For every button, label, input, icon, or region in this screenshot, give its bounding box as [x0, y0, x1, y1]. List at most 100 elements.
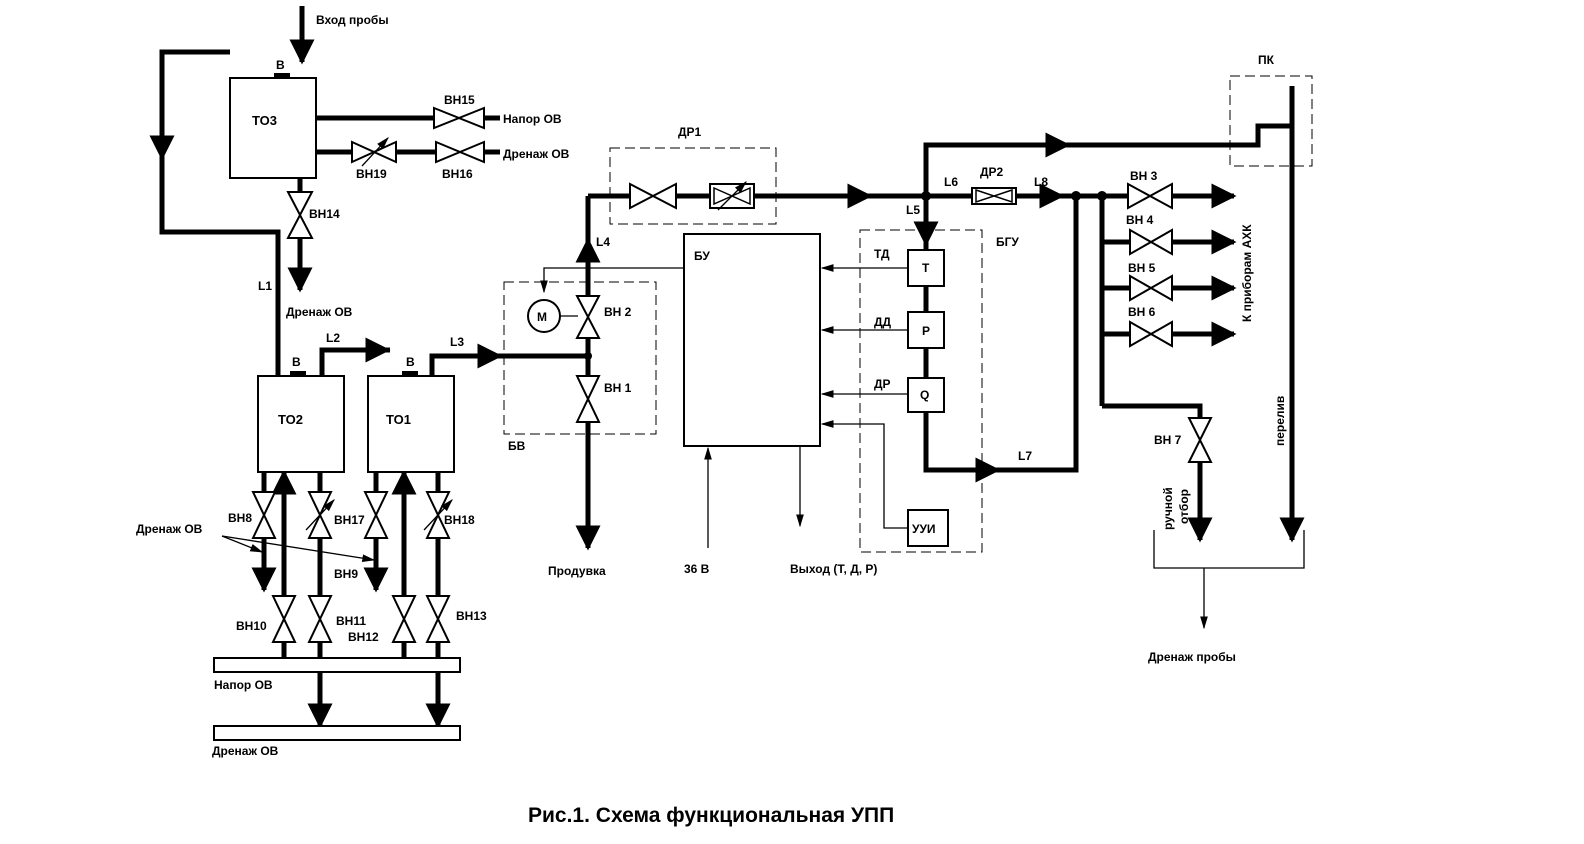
- label-t: Т: [922, 261, 930, 275]
- valve-vn2: [575, 295, 601, 339]
- label-dr: ДР: [874, 377, 891, 391]
- label-vn13: ВН13: [456, 609, 487, 623]
- junction-dots: [584, 191, 1107, 360]
- label-vn19: ВН19: [356, 167, 387, 181]
- valve-vn9: [363, 491, 389, 539]
- label-vn12: ВН12: [348, 630, 379, 644]
- junction-l5: [921, 191, 931, 201]
- display-uui: [907, 509, 949, 547]
- drenazh-ov-header: [213, 725, 461, 741]
- pipe-vn7-in: [1102, 403, 1203, 418]
- label-q: Q: [920, 388, 929, 402]
- throttle-dr1-adjust: [717, 181, 747, 211]
- heat-exchanger-to3: [229, 77, 317, 179]
- heat-exchanger-to1: [367, 375, 455, 473]
- label-l1: L1: [258, 279, 272, 293]
- label-to3: ТО3: [252, 113, 277, 128]
- label-drenazh-ov-mid: Дренаж ОВ: [286, 305, 353, 319]
- leader-drenazh-vn9: [221, 535, 376, 563]
- label-vn16: ВН16: [442, 167, 473, 181]
- drain-collector: [1153, 530, 1305, 569]
- valve-vn6: [1129, 320, 1173, 348]
- label-dd: ДД: [874, 315, 892, 329]
- valve-vn1: [575, 375, 601, 423]
- label-vn5: ВН 5: [1128, 261, 1156, 275]
- label-bu: БУ: [694, 249, 710, 263]
- label-p: Р: [922, 324, 930, 338]
- label-vn18: ВН18: [444, 513, 475, 527]
- sensor-q: [907, 377, 945, 413]
- label-m: М: [537, 310, 547, 324]
- label-k-priboram: К приборам АХК: [1240, 224, 1254, 322]
- valve-vn19-adjust: [361, 137, 389, 167]
- label-b-top: В: [276, 58, 285, 72]
- label-bgu: БГУ: [996, 235, 1019, 249]
- junction-l7-l8: [1071, 191, 1081, 201]
- pipe-to-pk: [923, 123, 1292, 196]
- label-vn3: ВН 3: [1130, 169, 1158, 183]
- valve-vn18-adjust: [423, 499, 453, 531]
- label-pereliv: перелив: [1273, 396, 1287, 446]
- block-bv: [503, 281, 657, 435]
- label-vn15: ВН15: [444, 93, 475, 107]
- label-vhod-proby: Вход пробы: [316, 13, 389, 27]
- valve-vn12: [391, 595, 417, 643]
- pipe-l3: [429, 343, 503, 376]
- label-drenazh-ov-bottom: Дренаж ОВ: [212, 744, 279, 758]
- heat-exchanger-to2: [257, 375, 345, 473]
- label-vn7: ВН 7: [1154, 433, 1182, 447]
- block-dr1: [609, 147, 777, 225]
- block-pk: [1229, 75, 1313, 167]
- label-l3: L3: [450, 335, 464, 349]
- label-l5: L5: [906, 203, 920, 217]
- label-l8: L8: [1034, 175, 1048, 189]
- label-dr2: ДР2: [980, 165, 1004, 179]
- valve-vn16: [435, 140, 485, 164]
- valves: [251, 106, 1213, 643]
- throttle-dr2-symbol: [975, 188, 1013, 204]
- label-pk: ПК: [1258, 53, 1275, 67]
- valve-vn5: [1129, 274, 1173, 302]
- label-to1: ТО1: [386, 412, 411, 427]
- valve-dr1-shutoff: [629, 182, 677, 210]
- valve-vn3: [1127, 182, 1173, 210]
- label-vn4: ВН 4: [1126, 213, 1154, 227]
- pipes: [149, 6, 1305, 729]
- junction-manifold: [1097, 191, 1107, 201]
- valve-vn17-adjust: [305, 499, 335, 531]
- leader-drenazh-vn8: [221, 535, 264, 553]
- label-vn17: ВН17: [334, 513, 365, 527]
- label-drenazh-ov-top: Дренаж ОВ: [503, 147, 570, 161]
- vent-to2: [290, 371, 306, 376]
- label-vn11: ВН11: [336, 614, 366, 628]
- pipe-l2: [319, 337, 391, 376]
- vent-to1: [402, 371, 418, 376]
- label-vn10: ВН10: [236, 619, 267, 633]
- valve-vn19: [351, 140, 397, 164]
- signal-bu-motor: [540, 267, 684, 294]
- control-unit-bu: [683, 233, 821, 447]
- block-bgu: [859, 229, 983, 553]
- valve-vn8: [251, 491, 277, 539]
- figure-caption: Рис.1. Схема функциональная УПП: [528, 804, 894, 827]
- sensor-t: [907, 249, 945, 287]
- label-to2: ТО2: [278, 412, 303, 427]
- label-bv: БВ: [508, 439, 526, 453]
- label-vn14: ВН14: [309, 207, 340, 221]
- label-otbor: отбор: [1177, 489, 1191, 524]
- label-dr1: ДР1: [678, 125, 702, 139]
- label-drenazh-proby: Дренаж пробы: [1148, 650, 1236, 664]
- label-drenazh-ov-left: Дренаж ОВ: [136, 522, 203, 536]
- label-uui: УУИ: [912, 522, 936, 536]
- label-vn8: ВН8: [228, 511, 252, 525]
- signal-lines: [221, 264, 1305, 630]
- valve-vn15: [433, 106, 485, 130]
- valve-vn7: [1187, 417, 1213, 463]
- label-td: ТД: [874, 247, 890, 261]
- pipe-l7: [923, 196, 1079, 473]
- signal-uui: [820, 420, 908, 529]
- label-b-to1: В: [406, 355, 415, 369]
- label-l2: L2: [326, 331, 340, 345]
- valve-vn11: [307, 595, 333, 643]
